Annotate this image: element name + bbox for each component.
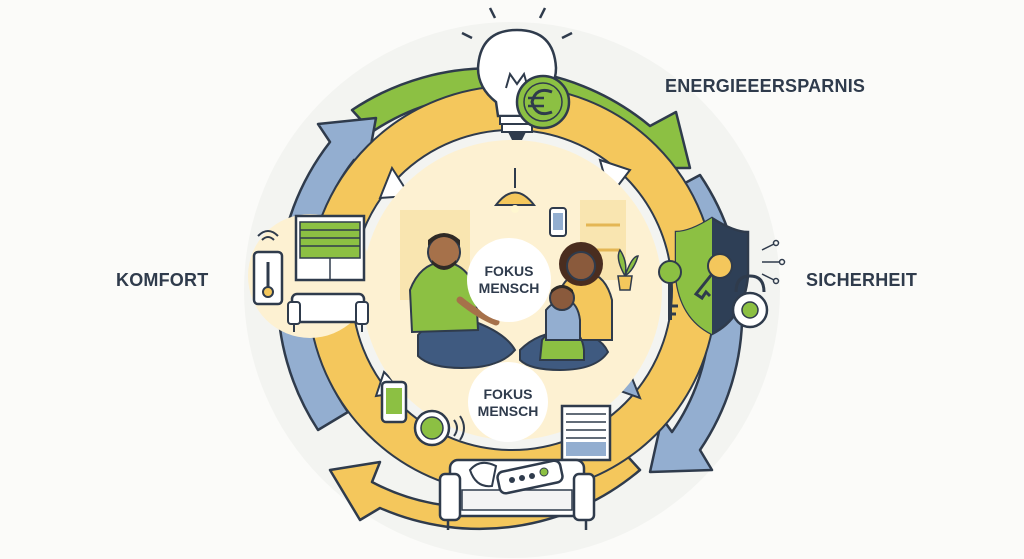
person-man bbox=[408, 233, 517, 370]
padlock-icon bbox=[731, 239, 786, 329]
thermostat-icon bbox=[413, 409, 465, 447]
label-security: SICHERHEIT bbox=[806, 270, 918, 290]
plant-icon bbox=[617, 248, 639, 291]
window-blind-icon bbox=[294, 214, 366, 282]
sofa-icon bbox=[287, 292, 369, 332]
label-energy-saving: ENERGIEEERSPARNIS bbox=[665, 76, 866, 96]
label-comfort: KOMFORT bbox=[116, 270, 209, 290]
ceiling-lamp-icon bbox=[493, 168, 537, 213]
window-blind-icon bbox=[560, 404, 612, 462]
remote-control-icon bbox=[496, 459, 564, 495]
focus-bubble-bottom bbox=[468, 362, 548, 442]
focus-label-top: FOKUS MENSCH bbox=[454, 263, 564, 297]
focus-top-line2: MENSCH bbox=[478, 280, 540, 296]
key-icon bbox=[658, 253, 733, 320]
focus-bottom-line1: FOKUS bbox=[483, 386, 533, 402]
smartphone-icon bbox=[380, 380, 408, 424]
focus-top-line1: FOKUS bbox=[484, 263, 534, 279]
smartphone-icon bbox=[549, 207, 567, 237]
person-child bbox=[538, 285, 585, 361]
focus-bubble-top bbox=[467, 238, 551, 322]
focus-bottom-line2: MENSCH bbox=[477, 403, 539, 419]
euro-coin-icon bbox=[515, 74, 571, 130]
focus-label-bottom: FOKUS MENSCH bbox=[453, 386, 563, 420]
thermometer-icon bbox=[252, 230, 284, 306]
